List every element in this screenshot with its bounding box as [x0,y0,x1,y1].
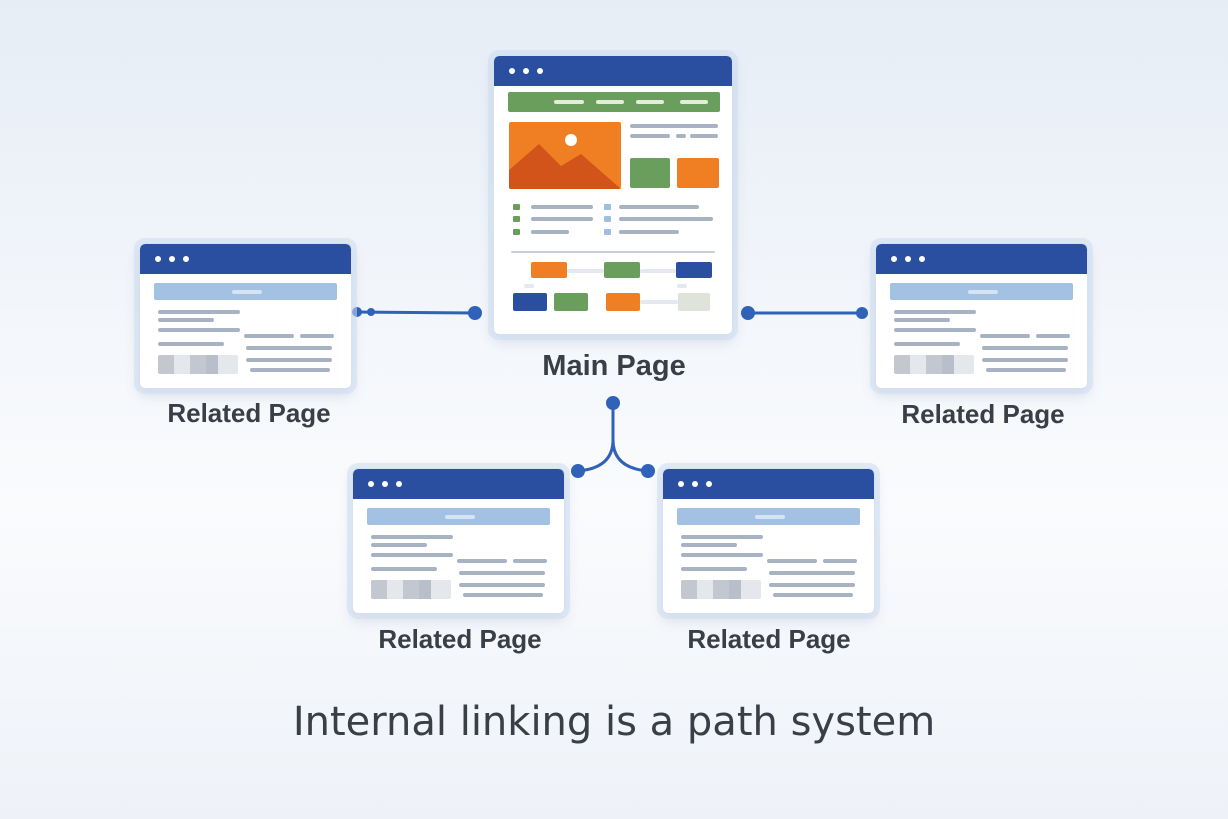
related-page-window [352,468,565,614]
related-page-window [662,468,875,614]
content-block-green [630,158,670,188]
related-page-window [875,243,1088,389]
window-titlebar [494,56,732,86]
image-placeholder [371,580,451,599]
link-main-to-bottom-right-page [611,438,650,473]
link-node [741,306,755,320]
window-dot-icon [396,481,402,487]
link-node [856,307,868,319]
image-placeholder [681,580,761,599]
content-block-orange [677,158,719,188]
window-dot-icon [382,481,388,487]
window-dot-icon [183,256,189,262]
window-titlebar [663,469,874,499]
link-node [606,396,620,410]
link-node [352,307,362,317]
divider [511,251,715,253]
link-block [606,293,640,311]
window-dot-icon [523,68,529,74]
window-dot-icon [537,68,543,74]
window-dot-icon [891,256,897,262]
link-block [531,262,567,278]
related-page-label: Related Page [167,398,331,428]
window-dot-icon [706,481,712,487]
window-dot-icon [169,256,175,262]
headline: Internal linking is a path system [292,699,936,745]
image-placeholder [158,355,238,374]
hero-image [509,122,621,189]
window-titlebar [876,244,1087,274]
link-main-to-left-page [355,310,477,315]
related-page-window [139,243,352,389]
link-block [554,293,588,311]
link-block [604,262,640,278]
mountain-landscape-icon [509,134,621,189]
main-page-window [493,55,733,335]
link-block [678,293,710,311]
window-dot-icon [905,256,911,262]
link-main-to-bottom-left-page [576,401,615,473]
related-page-label: Related Page [378,624,542,654]
window-dot-icon [692,481,698,487]
window-titlebar [140,244,351,274]
link-node [571,464,585,478]
related-page-label: Related Page [687,624,851,654]
link-block [676,262,712,278]
link-node [367,308,375,316]
window-dot-icon [509,68,515,74]
window-dot-icon [368,481,374,487]
related-page-label: Related Page [901,399,1065,429]
window-dot-icon [678,481,684,487]
window-titlebar [353,469,564,499]
window-dot-icon [155,256,161,262]
link-node [641,464,655,478]
link-block [513,293,547,311]
link-node [468,306,482,320]
image-placeholder [894,355,974,374]
main-page-label: Main Page [542,350,686,382]
window-dot-icon [919,256,925,262]
